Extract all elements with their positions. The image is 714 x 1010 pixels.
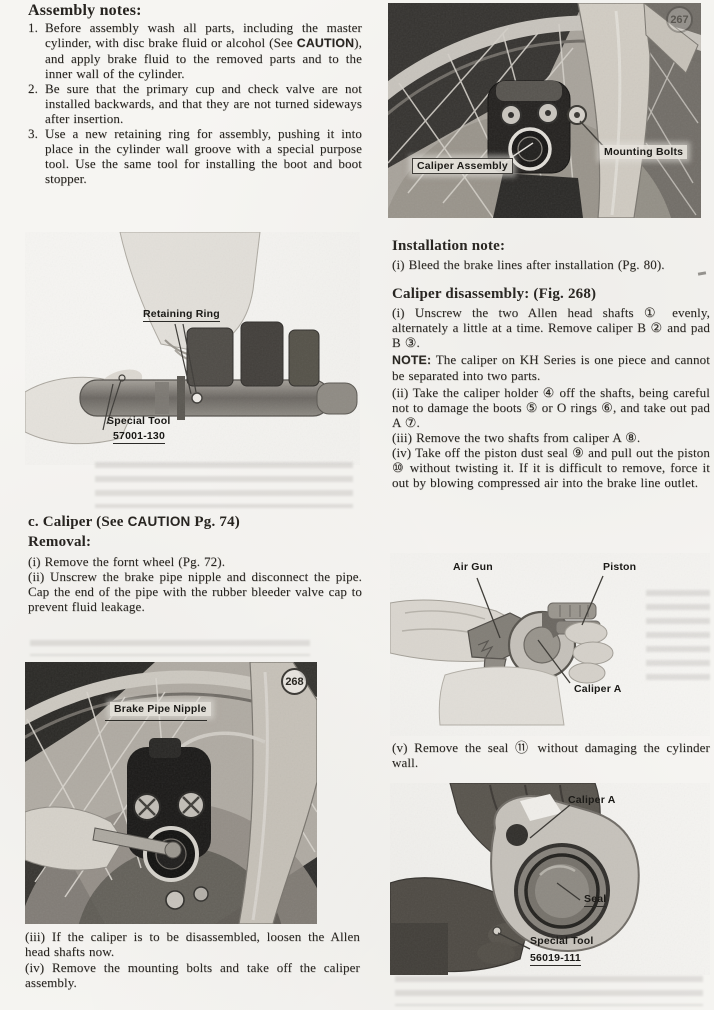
caliper-disassembly-section: Caliper disassembly: (Fig. 268) (i) Unsc…	[392, 286, 710, 490]
mounting-bolts-label: Mounting Bolts	[600, 145, 688, 160]
disassembly-step-ii: (ii) Take the caliper holder ④ off the s…	[392, 385, 710, 430]
removal-step-iv: (iv) Remove the mounting bolts and take …	[25, 960, 360, 990]
label-underline	[105, 720, 207, 722]
caliper-removal-steps-2: (iii) If the caliper is to be disassembl…	[25, 929, 360, 990]
item-text-pre: Before assembly wash all parts, includin…	[45, 20, 362, 50]
caliper-assembly-photo-image	[388, 3, 701, 218]
disassembly-step-i: (i) Unscrew the two Allen head shafts ① …	[392, 305, 710, 350]
installation-note-heading: Installation note:	[392, 238, 506, 254]
item-text-post: ), and apply brake fluid to the removed …	[45, 35, 362, 81]
seal-removal-photo-image	[390, 783, 710, 975]
air-gun-photo: Air Gun Piston Caliper A	[390, 553, 710, 736]
piston-label: Piston	[603, 561, 637, 573]
installation-step-i: (i) Bleed the brake lines after installa…	[392, 257, 665, 272]
caliper-removal-section: c. Caliper (See CAUTION Pg. 74) Removal:…	[28, 514, 362, 614]
item-text: Be sure that the primary cup and check v…	[45, 81, 362, 126]
assembly-notes-heading: Assembly notes:	[28, 2, 142, 19]
brake-pipe-photo: Brake Pipe Nipple 268	[25, 662, 317, 924]
assembly-notes-section: Assembly notes: 1. Before assembly wash …	[28, 2, 362, 186]
caliper-a-label: Caliper A	[568, 794, 616, 806]
ghost-bleedthrough-text	[395, 976, 703, 1006]
retaining-ring-label: Retaining Ring	[143, 308, 220, 323]
special-tool-label: Special Tool	[107, 415, 171, 427]
disassembly-step-iv: (iv) Take off the piston dust seal ⑨ and…	[392, 445, 710, 490]
item-text-bold: CAUTION	[296, 36, 355, 50]
ghost-bleedthrough-text	[95, 462, 353, 508]
note-label: NOTE:	[392, 353, 432, 367]
caliper-heading-pre: c. Caliper (See	[28, 514, 128, 530]
disassembly-step-v: (v) Remove the seal ⑪ without damaging t…	[392, 740, 710, 770]
disassembly-step-iii: (iii) Remove the two shafts from caliper…	[392, 430, 641, 445]
special-tool-number-label: 57001-130	[113, 430, 166, 445]
figure-267-badge: 267	[666, 6, 693, 33]
air-gun-photo-image	[390, 553, 710, 736]
seal-removal-step: (v) Remove the seal ⑪ without damaging t…	[392, 740, 710, 770]
item-number: 3.	[28, 126, 38, 141]
ghost-bleedthrough-text	[30, 640, 310, 656]
installation-note-section: Installation note: (i) Bleed the brake l…	[392, 238, 710, 272]
item-text: Before assembly wash all parts, includin…	[45, 20, 362, 81]
figure-268-badge: 268	[281, 668, 308, 695]
item-number: 1.	[28, 20, 38, 35]
special-tool-label: Special Tool	[530, 935, 594, 947]
removal-step-i: (i) Remove the fornt wheel (Pg. 72).	[28, 554, 226, 569]
removal-heading: Removal:	[28, 534, 92, 550]
assembly-note-item: 3. Use a new retaining ring for assembly…	[28, 126, 362, 186]
special-tool-number-label: 56019-111	[530, 952, 581, 967]
seal-removal-photo: Caliper A Seal Special Tool 56019-111	[390, 783, 710, 975]
caliper-heading-post: Pg. 74)	[190, 514, 240, 530]
removal-step-iii: (iii) If the caliper is to be disassembl…	[25, 929, 360, 959]
scan-artifact	[697, 271, 707, 276]
retaining-ring-photo: Retaining Ring Special Tool 57001-130	[25, 232, 360, 465]
caliper-heading-bold: CAUTION	[127, 514, 191, 529]
seal-label: Seal	[584, 893, 607, 908]
caliper-a-label: Caliper A	[574, 683, 622, 695]
disassembly-note: NOTE: The caliper on KH Series is one pi…	[392, 352, 710, 383]
item-number: 2.	[28, 81, 38, 96]
assembly-note-item: 1. Before assembly wash all parts, inclu…	[28, 20, 362, 81]
caliper-heading: c. Caliper (See CAUTION Pg. 74)	[28, 514, 362, 531]
caliper-assembly-photo: Caliper Assembly Mounting Bolts 267	[388, 3, 701, 218]
air-gun-label: Air Gun	[453, 561, 493, 573]
retaining-ring-photo-image	[25, 232, 360, 465]
caliper-assembly-label: Caliper Assembly	[412, 158, 513, 175]
note-text: The caliper on KH Series is one piece an…	[392, 352, 710, 383]
assembly-note-item: 2. Be sure that the primary cup and chec…	[28, 81, 362, 126]
brake-pipe-nipple-label: Brake Pipe Nipple	[110, 702, 211, 717]
removal-step-ii: (ii) Unscrew the brake pipe nipple and d…	[28, 569, 362, 614]
caliper-disassembly-heading: Caliper disassembly: (Fig. 268)	[392, 286, 597, 302]
item-text: Use a new retaining ring for assembly, p…	[45, 126, 362, 186]
